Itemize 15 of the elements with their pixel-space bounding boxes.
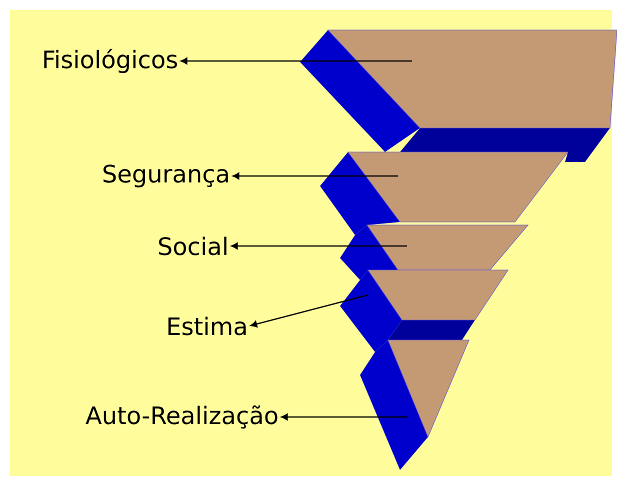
arrow bbox=[231, 242, 407, 250]
arrow bbox=[180, 58, 412, 64]
node-label: Auto-Realização bbox=[86, 405, 278, 429]
node-label: Social bbox=[159, 236, 226, 256]
node-label: Estima bbox=[168, 316, 246, 336]
arrow bbox=[232, 172, 398, 180]
node-label: Fisiológicos bbox=[44, 48, 177, 74]
trapezoid-drawing bbox=[340, 224, 529, 280]
node-label: Segurança bbox=[104, 164, 228, 188]
trapezoid-drawing bbox=[340, 270, 509, 352]
arrow bbox=[250, 294, 368, 328]
trapezoid-drawing bbox=[320, 152, 569, 235]
triangle-drawing bbox=[360, 340, 470, 470]
arrow bbox=[281, 414, 408, 420]
trapezoid-drawing bbox=[300, 30, 617, 162]
